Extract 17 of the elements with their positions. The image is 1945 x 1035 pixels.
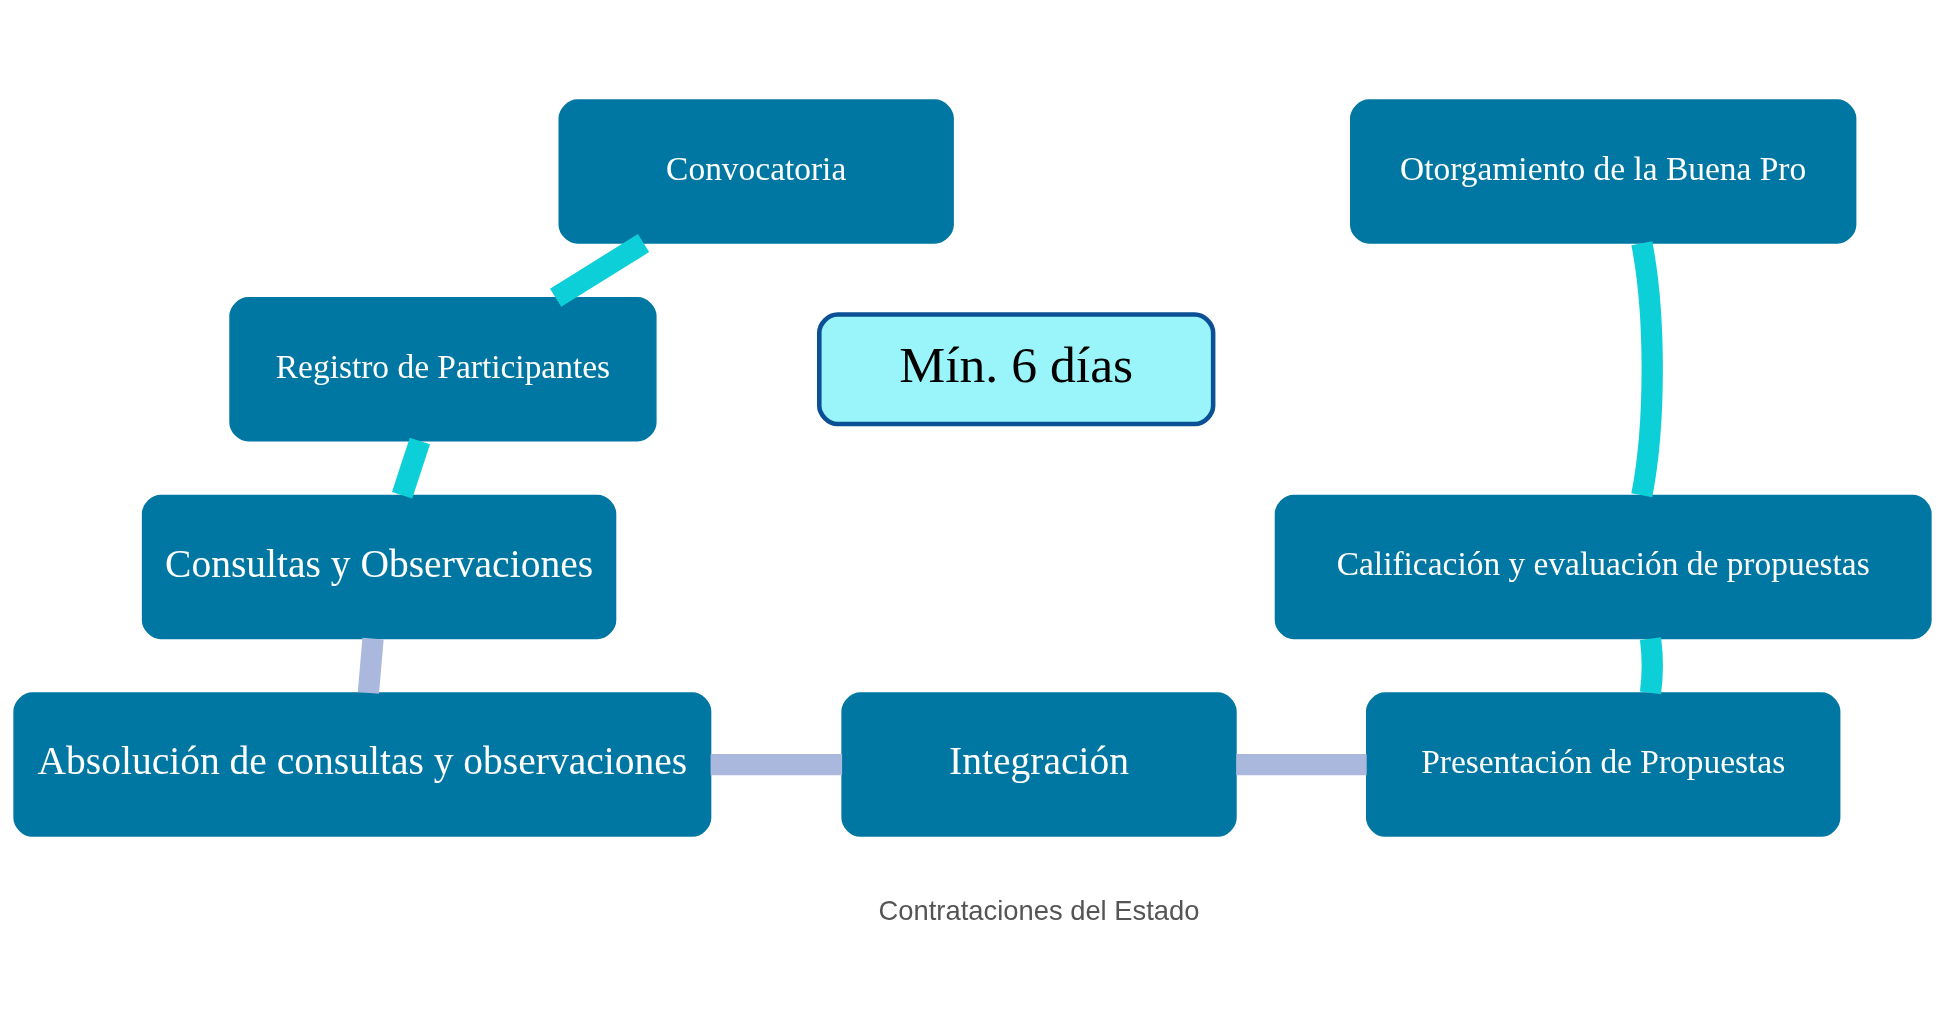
label: Contrataciones del Estado	[878, 894, 1200, 926]
node-box: Integración	[841, 692, 1237, 837]
connector	[710, 753, 843, 776]
connector	[391, 437, 430, 499]
node-box: Absolución de consultas y observaciones	[13, 692, 712, 837]
node-box: Convocatoria	[558, 99, 954, 244]
node-box: Consultas y Observaciones	[141, 494, 617, 640]
node-box: Calificación y evaluación de propuestas	[1274, 494, 1932, 640]
connector	[1631, 241, 1663, 498]
connector	[1236, 753, 1367, 776]
node-box: Mín. 6 días	[817, 312, 1216, 427]
connector	[357, 637, 384, 694]
node-box: Presentación de Propuestas	[1365, 692, 1841, 837]
connector	[550, 234, 650, 307]
node-box: Registro de Participantes	[229, 297, 657, 442]
connector	[1639, 637, 1663, 695]
node-box: Otorgamiento de la Buena Pro	[1350, 99, 1857, 244]
